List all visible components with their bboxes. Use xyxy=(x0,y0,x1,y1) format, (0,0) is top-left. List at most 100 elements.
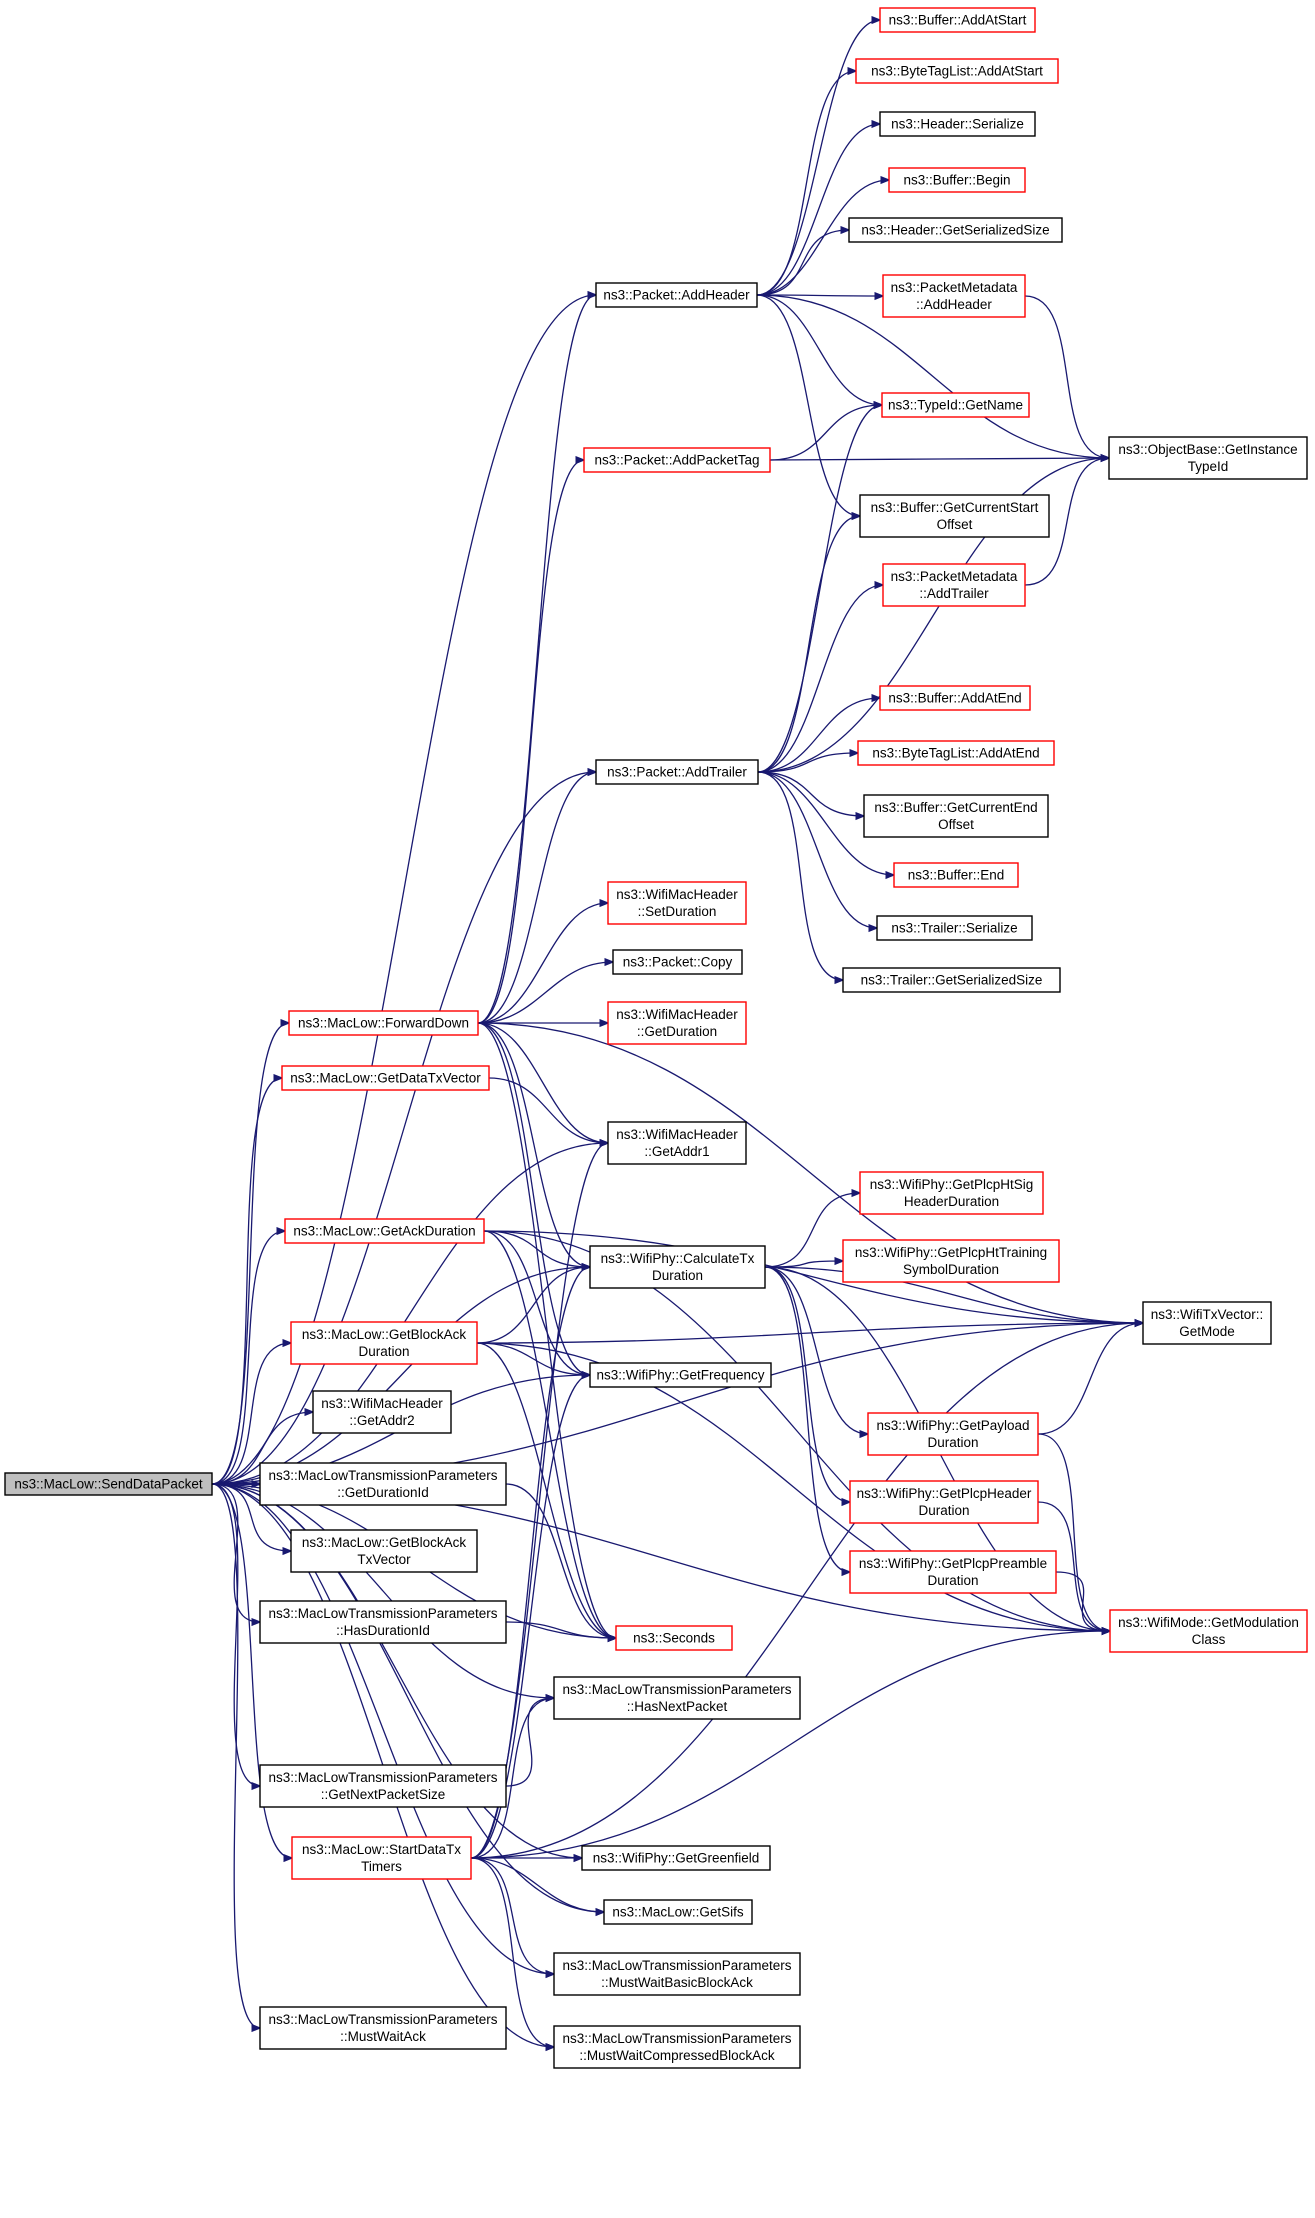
node-label: ns3::Header::Serialize xyxy=(891,117,1024,132)
node-box xyxy=(553,2025,801,2069)
graph-node-mltp-hasnextpacket[interactable]: ns3::MacLowTransmissionParameters::HasNe… xyxy=(553,1676,801,1720)
graph-node-typeid-getname[interactable]: ns3::TypeId::GetName xyxy=(881,392,1030,418)
node-box xyxy=(867,1412,1039,1456)
node-label: Duration xyxy=(358,1344,409,1359)
graph-node-ml-getsifs[interactable]: ns3::MacLow::GetSifs xyxy=(603,1899,753,1925)
edge-ml-forwarddown-to-wtv-getmode xyxy=(477,1022,1143,1323)
node-label: ::SetDuration xyxy=(638,904,717,919)
edge-ml-forwarddown-to-wp-getfrequency xyxy=(477,1022,590,1375)
edge-root-to-mltp-mustwaitbasic xyxy=(211,1483,554,1974)
edge-wp-getpayload-to-wtv-getmode xyxy=(1037,1323,1143,1435)
graph-node-wmh-getduration[interactable]: ns3::WifiMacHeader::GetDuration xyxy=(607,1001,747,1045)
graph-node-btl-addatend[interactable]: ns3::ByteTagList::AddAtEnd xyxy=(857,740,1055,766)
edge-ml-getblockackduration-to-seconds xyxy=(476,1342,616,1638)
graph-node-pkt-copy[interactable]: ns3::Packet::Copy xyxy=(612,949,743,975)
graph-node-ml-forwarddown[interactable]: ns3::MacLow::ForwardDown xyxy=(288,1010,479,1036)
edge-ml-getdatatxvector-to-wmh-getaddr1 xyxy=(488,1077,608,1143)
node-label: ns3::Packet::Copy xyxy=(623,955,733,970)
node-label: Offset xyxy=(937,517,973,532)
node-box xyxy=(881,392,1030,418)
graph-node-wp-getgreenfield[interactable]: ns3::WifiPhy::GetGreenfield xyxy=(581,1845,771,1871)
edge-root-to-mltp-hasnextpacket xyxy=(211,1483,554,1698)
node-box xyxy=(842,967,1061,993)
graph-node-hdr-serialize[interactable]: ns3::Header::Serialize xyxy=(879,111,1036,137)
graph-node-buf-begin[interactable]: ns3::Buffer::Begin xyxy=(888,167,1026,193)
graph-node-btl-addatstart[interactable]: ns3::ByteTagList::AddAtStart xyxy=(855,58,1059,84)
graph-node-mltp-mustwaitack[interactable]: ns3::MacLowTransmissionParameters::MustW… xyxy=(259,2006,507,2050)
graph-node-wmh-getaddr2[interactable]: ns3::WifiMacHeader::GetAddr2 xyxy=(312,1390,452,1434)
graph-node-buf-addatend[interactable]: ns3::Buffer::AddAtEnd xyxy=(879,685,1031,711)
graph-node-pm-addheader[interactable]: ns3::PacketMetadata::AddHeader xyxy=(882,274,1026,318)
node-box xyxy=(581,1845,771,1871)
edge-wp-calctx-to-wp-getpayload xyxy=(764,1266,868,1434)
graph-node-pkt-addheader[interactable]: ns3::Packet::AddHeader xyxy=(595,282,758,308)
node-label: ns3::Buffer::AddAtStart xyxy=(889,13,1027,28)
graph-node-wmh-getaddr1[interactable]: ns3::WifiMacHeader::GetAddr1 xyxy=(607,1121,747,1165)
edge-pm-addheader-to-ob-getinstance xyxy=(1024,295,1109,458)
graph-node-mltp-getdurationid[interactable]: ns3::MacLowTransmissionParameters::GetDu… xyxy=(259,1462,507,1506)
graph-node-ml-getackduration[interactable]: ns3::MacLow::GetAckDuration xyxy=(284,1218,485,1244)
node-box xyxy=(882,274,1026,318)
edge-root-to-ml-startdatatxtimers xyxy=(211,1483,292,1858)
node-label: ::GetAddr2 xyxy=(349,1413,414,1428)
node-label: Duration xyxy=(652,1268,703,1283)
edge-pkt-addtrailer-to-buf-addatend xyxy=(757,698,880,773)
edge-pm-addtrailer-to-ob-getinstance xyxy=(1024,458,1109,586)
node-label: ns3::Packet::AddTrailer xyxy=(607,765,747,780)
node-label: ns3::Packet::AddPacketTag xyxy=(594,453,759,468)
edge-ml-getackduration-to-wtv-getmode xyxy=(483,1230,1143,1323)
node-box xyxy=(879,111,1036,137)
graph-node-buf-end[interactable]: ns3::Buffer::End xyxy=(893,862,1019,888)
node-label: ns3::PacketMetadata xyxy=(891,569,1018,584)
node-box xyxy=(882,563,1026,607)
node-label: ::GetDuration xyxy=(637,1024,717,1039)
graph-node-mltp-mustwaitbasic[interactable]: ns3::MacLowTransmissionParameters::MustW… xyxy=(553,1952,801,1996)
graph-node-pkt-addpackettag[interactable]: ns3::Packet::AddPacketTag xyxy=(583,447,771,473)
graph-node-pkt-addtrailer[interactable]: ns3::Packet::AddTrailer xyxy=(595,759,759,785)
node-label: ns3::WifiMacHeader xyxy=(616,887,738,902)
graph-node-ml-getdatatxvector[interactable]: ns3::MacLow::GetDataTxVector xyxy=(281,1065,490,1091)
graph-node-pm-addtrailer[interactable]: ns3::PacketMetadata::AddTrailer xyxy=(882,563,1026,607)
node-label: ns3::MacLow::StartDataTx xyxy=(302,1842,461,1857)
node-box xyxy=(259,1600,507,1644)
graph-node-wp-plcphttraining[interactable]: ns3::WifiPhy::GetPlcpHtTrainingSymbolDur… xyxy=(842,1239,1060,1283)
graph-node-buf-addatstart[interactable]: ns3::Buffer::AddAtStart xyxy=(879,7,1036,33)
node-box xyxy=(553,1676,801,1720)
edge-ml-getackduration-to-seconds xyxy=(483,1230,616,1638)
graph-node-trl-getsize[interactable]: ns3::Trailer::GetSerializedSize xyxy=(842,967,1061,993)
graph-node-seconds[interactable]: ns3::Seconds xyxy=(615,1625,733,1651)
graph-node-trl-serialize[interactable]: ns3::Trailer::Serialize xyxy=(876,915,1033,941)
node-label: ns3::TypeId::GetName xyxy=(888,398,1023,413)
graph-node-wp-getfrequency[interactable]: ns3::WifiPhy::GetFrequency xyxy=(589,1362,772,1388)
graph-node-wmh-setduration[interactable]: ns3::WifiMacHeader::SetDuration xyxy=(607,881,747,925)
edge-ml-forwarddown-to-pkt-copy xyxy=(477,962,613,1024)
edge-wp-calctx-to-wtv-getmode xyxy=(764,1266,1143,1323)
node-box xyxy=(607,881,747,925)
edge-pkt-addtrailer-to-pm-addtrailer xyxy=(757,585,883,773)
graph-node-wtv-getmode[interactable]: ns3::WifiTxVector::GetMode xyxy=(1142,1301,1272,1345)
node-label: ns3::Buffer::AddAtEnd xyxy=(888,691,1021,706)
node-box xyxy=(589,1245,766,1289)
graph-node-hdr-getsize[interactable]: ns3::Header::GetSerializedSize xyxy=(848,217,1063,243)
graph-node-mltp-getnextpacketsize[interactable]: ns3::MacLowTransmissionParameters::GetNe… xyxy=(259,1764,507,1808)
node-label: ns3::MacLowTransmissionParameters xyxy=(562,2031,791,2046)
node-box xyxy=(888,167,1026,193)
edge-ml-getblockackduration-to-wp-calctx xyxy=(476,1267,590,1344)
graph-node-mltp-hasdurationid[interactable]: ns3::MacLowTransmissionParameters::HasDu… xyxy=(259,1600,507,1644)
graph-node-mltp-mustwaitcompressed[interactable]: ns3::MacLowTransmissionParameters::MustW… xyxy=(553,2025,801,2069)
node-label: ::HasNextPacket xyxy=(627,1699,728,1714)
graph-node-root[interactable]: ns3::MacLow::SendDataPacket xyxy=(4,1472,213,1496)
edge-pkt-addheader-to-buf-begin xyxy=(756,180,889,296)
